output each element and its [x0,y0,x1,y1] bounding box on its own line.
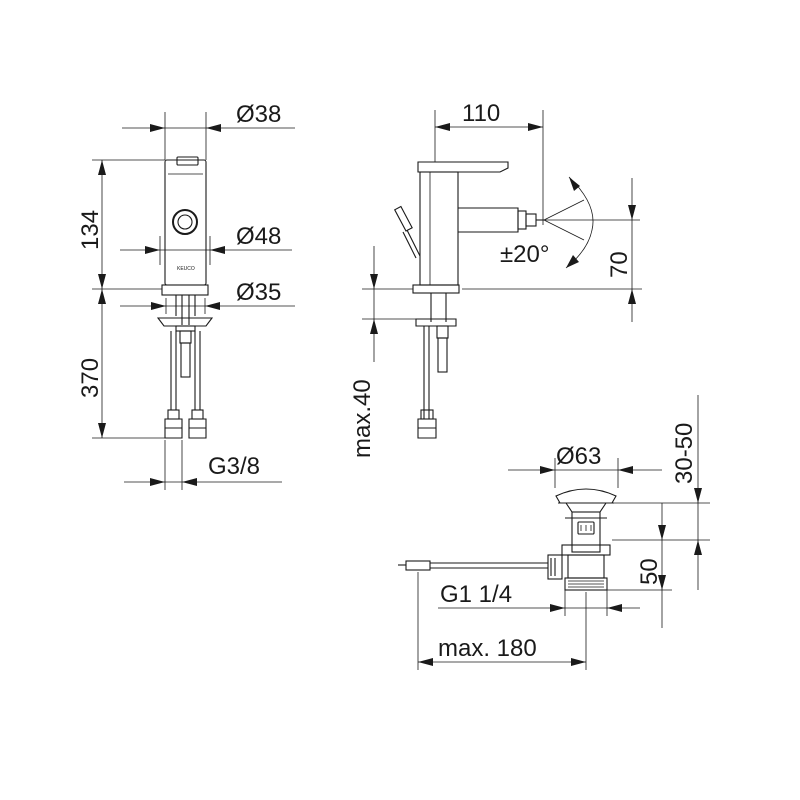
front-base-diameter-label: Ø35 [236,279,281,306]
dim-side-max-thickness: max.40 [349,246,416,458]
waste-thread-label: G1 1/4 [440,581,512,608]
waste-range-label: 30-50 [671,423,698,484]
dim-front-hose-length: 370 [77,289,165,439]
dim-waste-max-length: max. 180 [417,572,587,670]
dim-front-outlet-diameter: Ø48 [120,223,292,265]
dim-front-height: 134 [77,159,165,290]
side-max-thickness-label: max.40 [349,379,376,458]
front-hose-length-label: 370 [77,358,104,398]
dim-front-top-diameter: Ø38 [122,101,295,160]
front-view: Ø38 KEUCO 134 Ø48 [77,101,295,490]
front-faucet-body: KEUCO [161,156,209,296]
dim-side-outlet-height: 70 [462,178,642,322]
front-connection-thread-label: G3/8 [208,453,260,480]
brand-logo: KEUCO [177,266,195,272]
dim-waste-height: 50 [604,503,672,628]
side-outlet-height-label: 70 [606,251,633,278]
side-projection-label: 110 [462,100,500,127]
side-mounting-and-hoses [415,318,457,439]
side-view: 110 ±20° [349,100,642,458]
front-outlet-diameter-label: Ø48 [236,223,281,250]
dim-side-projection: 110 [434,100,544,225]
waste-height-label: 50 [636,558,663,585]
front-mounting-and-hoses [156,295,214,439]
dim-waste-diameter: Ø63 [508,443,662,488]
dim-front-base-diameter: Ø35 [120,279,295,314]
waste-diameter-label: Ø63 [556,443,601,470]
front-top-diameter-label: Ø38 [236,101,281,128]
waste-view: Ø63 [398,395,710,670]
side-swivel-angle-label: ±20° [500,241,549,268]
dim-waste-thread: G1 1/4 [438,581,640,616]
dim-front-connection-thread: G3/8 [124,440,282,490]
waste-fitting [398,488,617,591]
side-faucet-body [393,161,544,322]
waste-max-length-label: max. 180 [438,635,537,662]
dim-waste-range: 30-50 [612,395,710,590]
front-height-label: 134 [77,210,104,250]
side-swivel-angle: ±20° [500,176,640,269]
